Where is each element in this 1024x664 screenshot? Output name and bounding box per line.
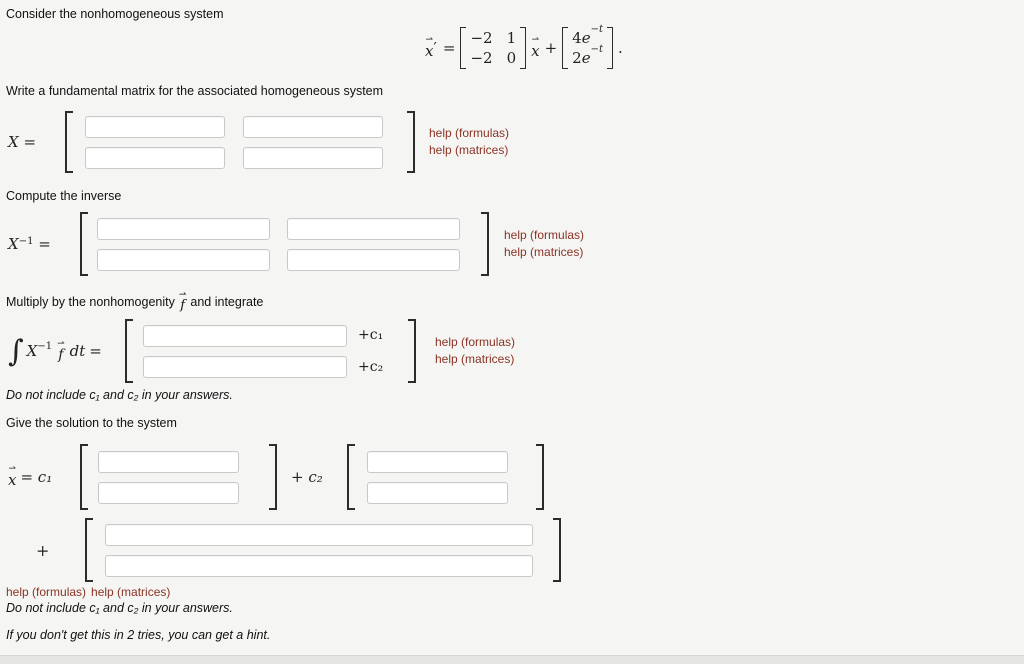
equation-lhs: ⇀ x ′ = (425, 37, 455, 59)
footer-strip (0, 655, 1024, 664)
xinv-r2c2-input[interactable] (287, 248, 460, 271)
help-matrices-link[interactable]: help (matrices) (504, 245, 584, 259)
right-bracket-icon (408, 319, 416, 383)
left-bracket-icon (125, 319, 133, 383)
x-r2c1-input[interactable] (85, 146, 225, 169)
exponent: −t (590, 44, 604, 55)
coefficient-matrix: −2 1 −2 0 (460, 27, 527, 69)
integral-note: Do not include c₁ and c₂ in your answers… (6, 388, 233, 402)
vector-arrow-icon: ⇀ (178, 292, 187, 299)
left-bracket-icon (347, 444, 355, 510)
x-inverse-label: X−1 = (8, 235, 51, 253)
left-bracket-icon (85, 518, 93, 582)
solution-help-links: help (formulas) help (matrices) (6, 584, 170, 601)
xinv-r1c2-input[interactable] (287, 217, 460, 240)
particular-answer: + (8, 517, 561, 583)
particular-r1-input[interactable] (105, 523, 533, 546)
equation-mid: ⇀ x + (531, 37, 557, 59)
matrix-entry: −2 (470, 49, 493, 67)
left-bracket-icon (65, 111, 73, 173)
x-vector-symbol: ⇀ x (531, 37, 540, 60)
prime-mark: ′ (433, 39, 437, 57)
vector-arrow-icon: ⇀ (531, 37, 540, 44)
right-bracket-icon (269, 444, 277, 510)
right-bracket-icon (520, 27, 527, 69)
f-vector-symbol: ⇀ f (178, 292, 187, 313)
help-formulas-link[interactable]: help (formulas) (429, 126, 510, 140)
help-formulas-link[interactable]: help (formulas) (504, 228, 585, 242)
help-formulas-link[interactable]: help (formulas) (435, 335, 516, 349)
right-bracket-icon (553, 518, 561, 582)
vector-arrow-icon: ⇀ (425, 37, 433, 44)
period: . (618, 39, 623, 57)
integral-sign: ∫ (8, 333, 24, 369)
plus-c2-label: +c₂ (358, 359, 384, 375)
fundamental-prompt: Write a fundamental matrix for the assoc… (6, 84, 384, 98)
right-bracket-icon (481, 212, 489, 276)
matrix-entry: 0 (506, 49, 517, 67)
x-r1c2-input[interactable] (243, 115, 383, 138)
hint-text: If you don't get this in 2 tries, you ca… (6, 628, 271, 642)
plus-c2-label: + c₂ (291, 468, 323, 486)
solution-note: Do not include c₁ and c₂ in your answers… (6, 601, 233, 615)
f-vector-symbol: ⇀ f (57, 340, 65, 363)
solution1-r2-input[interactable] (98, 481, 239, 504)
x-vector-symbol: ⇀ x (425, 37, 434, 60)
exponent: −t (590, 24, 604, 35)
left-bracket-icon (80, 212, 88, 276)
fundamental-matrix-answer: X = help (formulas) help (matrices) (8, 108, 509, 176)
inverse-exponent: −1 (18, 236, 34, 247)
plus-label: + (36, 540, 50, 560)
x-vector-symbol: ⇀ x (8, 466, 17, 489)
help-matrices-link[interactable]: help (matrices) (91, 585, 171, 599)
x-r1c1-input[interactable] (85, 115, 225, 138)
intro-text: Consider the nonhomogeneous system (6, 7, 224, 21)
vector-arrow-icon: ⇀ (8, 466, 16, 473)
integral-r2-input[interactable] (143, 355, 347, 378)
solution2-r1-input[interactable] (367, 450, 508, 473)
inverse-prompt: Compute the inverse (6, 189, 122, 203)
solution2-r2-input[interactable] (367, 481, 508, 504)
left-bracket-icon (460, 27, 467, 69)
vector-entry: 4 (572, 29, 582, 47)
inverse-matrix-answer: X−1 = help (formulas) help (matrices) (8, 210, 584, 278)
solution-prompt: Give the solution to the system (6, 416, 177, 430)
constants-column: +c₁ +c₂ (358, 327, 386, 375)
right-bracket-icon (407, 111, 415, 173)
help-matrices-link[interactable]: help (matrices) (435, 352, 515, 366)
integral-r1-input[interactable] (143, 324, 347, 347)
x-r2c2-input[interactable] (243, 146, 383, 169)
plus-c1-label: +c₁ (358, 327, 384, 343)
right-bracket-icon (607, 27, 614, 69)
particular-r2-input[interactable] (105, 554, 533, 577)
integral-label: ∫ X−1 ⇀ f dt = (8, 333, 102, 369)
left-bracket-icon (80, 444, 88, 510)
xinv-r2c1-input[interactable] (97, 248, 270, 271)
integral-answer: ∫ X−1 ⇀ f dt = +c₁ +c₂ help (formulas) h… (8, 318, 515, 384)
matrix-entry: −2 (470, 29, 493, 47)
equals-sign: = (442, 39, 456, 57)
vector-arrow-icon: ⇀ (57, 340, 65, 348)
vector-entry: 2 (572, 49, 582, 67)
integral-prompt: Multiply by the nonhomogenity ⇀ f and in… (6, 292, 264, 313)
right-bracket-icon (536, 444, 544, 510)
help-matrices-link[interactable]: help (matrices) (429, 143, 509, 157)
plus-sign: + (544, 39, 558, 57)
left-bracket-icon (562, 27, 569, 69)
solution-answer: ⇀ x = c₁ + c₂ (8, 442, 544, 512)
help-formulas-link[interactable]: help (formulas) (6, 585, 87, 599)
matrix-entry: 1 (506, 29, 517, 47)
solution-label: ⇀ x = c₁ (8, 466, 53, 489)
solution1-r1-input[interactable] (98, 450, 239, 473)
x-equals-label: X = (8, 133, 37, 151)
xinv-r1c1-input[interactable] (97, 217, 270, 240)
